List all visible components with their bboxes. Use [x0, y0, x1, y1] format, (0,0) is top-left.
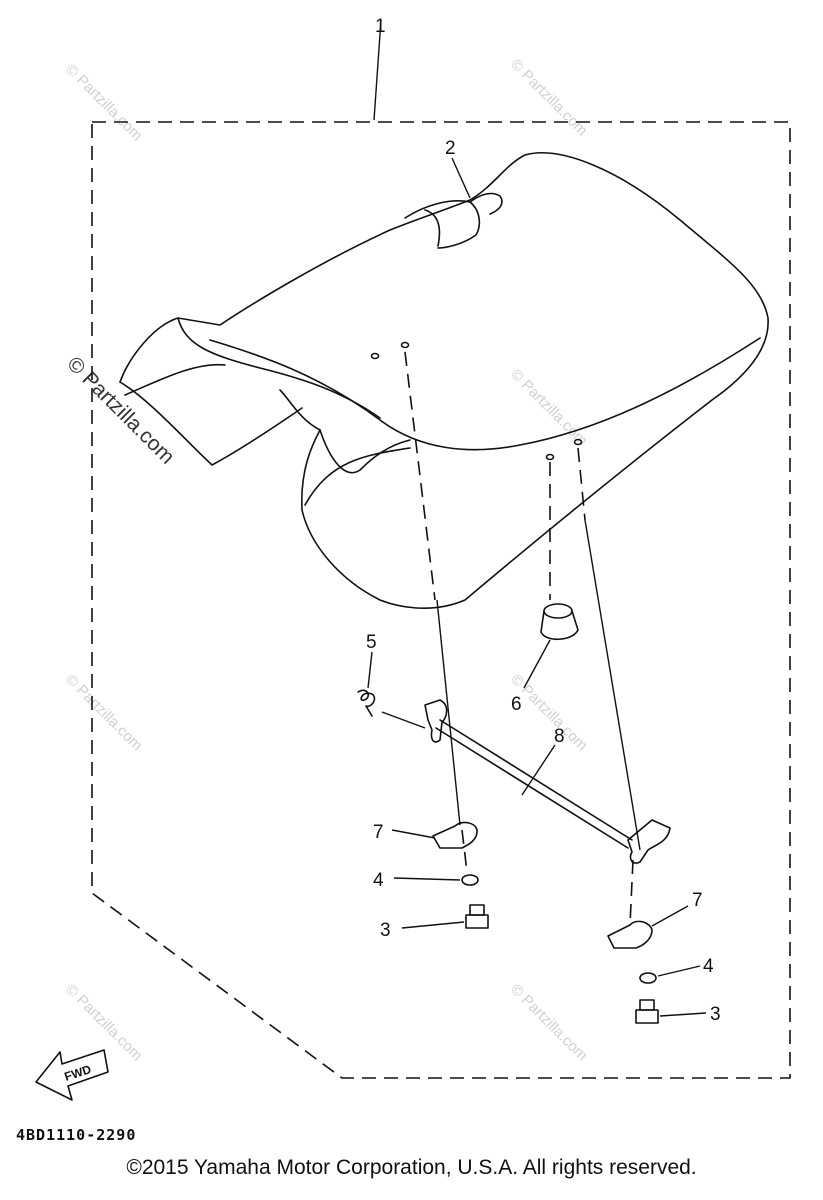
- callout-labels: 1 2 3 3 4 4 5 6 7 7 8: [366, 16, 721, 1025]
- callout-2: 2: [445, 138, 456, 159]
- bracket-7-right: [607, 920, 653, 949]
- leader-line: [391, 829, 436, 839]
- watermark: © Partzilla.com: [62, 671, 145, 754]
- rod-8: [435, 719, 633, 849]
- damper-6: [540, 603, 579, 641]
- leader-line: [521, 744, 556, 796]
- fwd-label: FWD: [63, 1062, 94, 1084]
- callout-8: 8: [554, 726, 565, 747]
- assembly-boundary: [91, 121, 791, 1079]
- seat: [119, 152, 769, 610]
- callout-1: 1: [375, 16, 386, 37]
- callout-3: 3: [380, 920, 391, 941]
- callout-7: 7: [692, 890, 703, 911]
- watermarks: © Partzilla.com © Partzilla.com © Partzi…: [62, 56, 590, 1064]
- leader-line: [451, 157, 471, 199]
- watermark: © Partzilla.com: [62, 61, 145, 144]
- leader-line: [393, 877, 461, 881]
- spring-5: [357, 689, 376, 717]
- bolt-3-right: [635, 999, 659, 1024]
- leader-line: [651, 905, 689, 927]
- watermark: © Partzilla.com: [507, 366, 590, 449]
- washer-4-left: [461, 874, 479, 886]
- watermark: © Partzilla.com: [507, 56, 590, 139]
- callout-3: 3: [710, 1004, 721, 1025]
- callout-5: 5: [366, 632, 377, 653]
- leader-line: [373, 19, 382, 121]
- bolt-3-left: [465, 904, 489, 929]
- callout-4: 4: [373, 870, 384, 891]
- alignment-lines: [404, 351, 634, 926]
- leader-line: [659, 1012, 707, 1017]
- watermark: © Partzilla.com: [507, 981, 590, 1064]
- leader-line: [523, 639, 551, 689]
- part-code: 4BD1110-2290: [16, 1126, 136, 1144]
- callout-4: 4: [703, 956, 714, 977]
- latch-left: [424, 699, 448, 743]
- copyright-notice: ©2015 Yamaha Motor Corporation, U.S.A. A…: [126, 1156, 697, 1179]
- leader-line: [657, 965, 701, 977]
- callout-6: 6: [511, 694, 522, 715]
- latch-right: [627, 819, 671, 864]
- washer-4-right: [639, 972, 657, 984]
- fwd-arrow-icon: FWD: [35, 1049, 109, 1101]
- watermark-large: © Partzilla.com: [62, 352, 178, 468]
- leader-line: [401, 921, 465, 929]
- leader-line: [367, 651, 373, 689]
- callout-7: 7: [373, 822, 384, 843]
- bracket-7-left: [432, 821, 478, 849]
